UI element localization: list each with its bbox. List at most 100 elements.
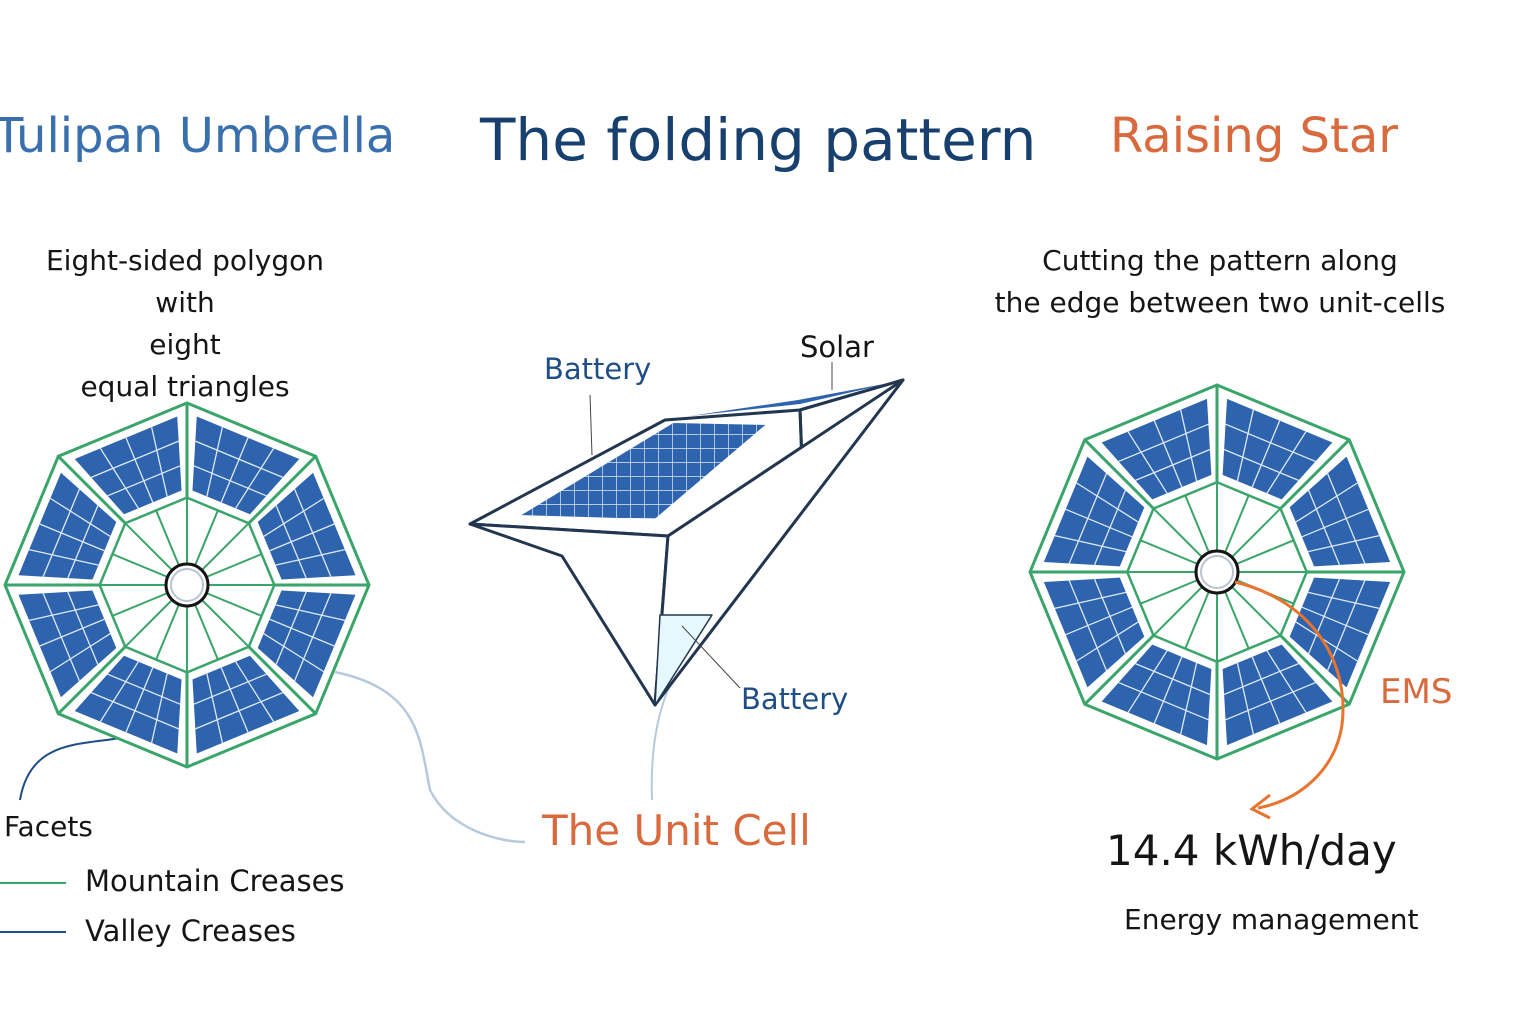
ems-label: EMS	[1380, 672, 1453, 712]
tulipan-octagon	[3, 401, 371, 769]
panel-grid-line	[1068, 580, 1108, 671]
folding-pattern-title: The folding pattern	[480, 106, 1037, 174]
polygon-description-line: eight	[149, 328, 221, 361]
panel-grid-line	[1236, 662, 1254, 735]
panel-grid-line	[1153, 420, 1183, 488]
panel-grid-line	[49, 497, 111, 537]
panel-grid-line	[269, 523, 335, 552]
solar-label: Solar	[800, 330, 874, 364]
panel-grid-line	[263, 633, 325, 673]
panel-grid-line	[1153, 656, 1183, 724]
polygon-description-line: with	[155, 286, 215, 319]
polygon-description: Eight-sided polygon with eight equal tri…	[30, 240, 340, 408]
panel-grid-line	[275, 604, 346, 622]
panel-grid-line	[1093, 490, 1126, 566]
energy-management-caption: Energy management	[1124, 903, 1419, 936]
hub-inner-circle	[1200, 555, 1234, 589]
panel-grid-line	[1326, 473, 1366, 564]
panel-grid-line	[1295, 482, 1358, 523]
panel-grid-line	[1266, 431, 1307, 494]
unit-cell-front-face	[468, 522, 670, 707]
panel-grid-line	[275, 548, 346, 566]
panel-grid-line	[1236, 409, 1254, 482]
panel-grid-line	[1225, 681, 1316, 721]
outer-crease	[1083, 438, 1155, 510]
cutting-description-line: the edge between two unit-cells	[994, 286, 1446, 319]
panel-grid-line	[99, 661, 139, 723]
panel-grid-line	[1308, 578, 1341, 654]
cutting-description-line: Cutting the pattern along	[1042, 244, 1398, 277]
panel-grid-line	[125, 437, 154, 503]
panel-grid-line	[150, 673, 168, 744]
panel-grid-line	[1301, 508, 1369, 538]
hub-inner-circle	[170, 568, 204, 602]
panel-grid-line	[294, 488, 332, 577]
panel-grid-line	[1266, 650, 1307, 713]
panel-grid-line	[150, 426, 168, 497]
mountain-creases-label: Mountain Creases	[85, 864, 345, 898]
panel-grid-line	[195, 440, 284, 478]
panel-grid-line	[1135, 448, 1211, 481]
outer-crease	[247, 645, 317, 715]
panel-grid-line	[1127, 431, 1168, 494]
panel-grid-line	[1054, 591, 1127, 609]
panel-grid-line	[275, 505, 307, 579]
panel-grid-line	[193, 673, 267, 705]
panel-grid-line	[206, 426, 224, 497]
battery-leader-line	[681, 625, 741, 689]
outer-crease	[1083, 634, 1155, 706]
panel-grid-line	[294, 593, 332, 682]
panel-grid-line	[42, 593, 80, 682]
panel-grid-line	[1295, 621, 1358, 662]
panel-grid-line	[193, 465, 267, 497]
polygon-description-line: Eight-sided polygon	[45, 244, 325, 277]
panel-grid-line	[1065, 606, 1133, 636]
outer-crease	[247, 455, 317, 525]
panel-grid-line	[1251, 420, 1281, 488]
panel-grid-line	[1054, 535, 1127, 553]
panel-grid-line	[195, 692, 284, 730]
panel-grid-line	[263, 497, 325, 537]
outer-crease	[1279, 634, 1351, 706]
panel-grid-line	[1225, 423, 1316, 463]
panel-grid-line	[107, 465, 181, 497]
panel-grid-line	[220, 667, 249, 733]
panel-grid-line	[1180, 409, 1198, 482]
panel-grid-line	[235, 447, 275, 509]
panel-grid-line	[39, 523, 105, 552]
unit-cell-leader-line	[334, 670, 526, 844]
panel-grid-line	[1251, 656, 1281, 724]
raising-star-octagon	[1028, 383, 1406, 761]
panel-grid-line	[125, 667, 154, 733]
panel-grid-line	[1093, 578, 1126, 654]
panel-grid-line	[220, 437, 249, 503]
facets-label: Facets	[4, 810, 93, 843]
raising-star-title: Raising Star	[1110, 108, 1398, 164]
panel-grid-line	[206, 673, 224, 744]
panel-grid-line	[275, 591, 307, 665]
panel-grid-line	[1118, 681, 1209, 721]
battery-label-top: Battery	[544, 352, 652, 386]
panel-grid-line	[1223, 663, 1299, 696]
polygon-description-line: equal triangles	[80, 370, 290, 403]
panel-grid-line	[49, 633, 111, 673]
panel-grid-line	[1180, 662, 1198, 735]
cutting-description: Cutting the pattern along the edge betwe…	[990, 240, 1450, 324]
panel-grid-line	[90, 440, 179, 478]
panel-grid-line	[1301, 606, 1369, 636]
panel-grid-line	[28, 548, 99, 566]
panel-grid-line	[1065, 508, 1133, 538]
panel-grid-line	[1307, 535, 1380, 553]
panel-grid-line	[235, 661, 275, 723]
panel-grid-line	[42, 488, 80, 577]
valley-creases-label: Valley Creases	[85, 914, 296, 948]
unit-cell-label: The Unit Cell	[542, 806, 811, 855]
panel-grid-line	[67, 505, 99, 579]
unit-cell-solar-panel	[517, 421, 769, 521]
energy-value: 14.4 kWh/day	[1106, 826, 1397, 875]
ems-arrow	[1234, 580, 1345, 820]
tulipan-umbrella-title: Tulipan Umbrella	[0, 108, 396, 164]
panel-grid-line	[1076, 621, 1139, 662]
panel-grid-line	[99, 447, 139, 509]
